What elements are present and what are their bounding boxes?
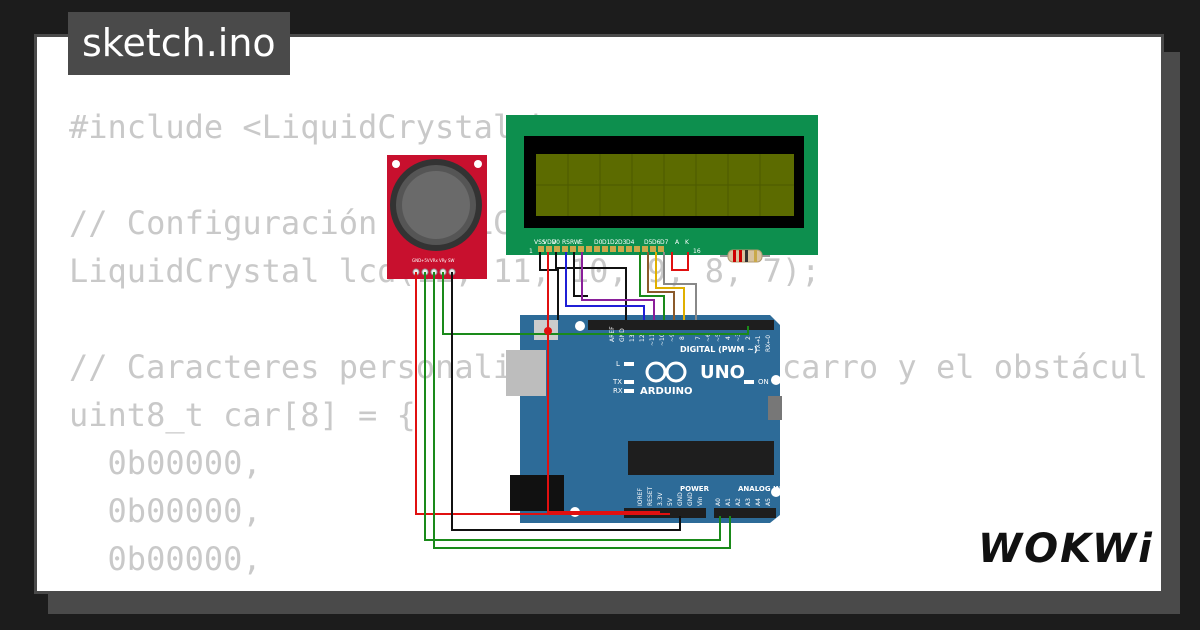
joystick-knob[interactable] xyxy=(402,171,470,239)
lcd-pin-last: 16 xyxy=(693,248,701,255)
code-line: 0b00000, xyxy=(69,540,262,578)
digital-pin-label: 13 xyxy=(629,334,636,342)
lcd-char-grid xyxy=(536,154,794,216)
digital-pin-label: 7 xyxy=(695,336,702,340)
lcd-pin-label: RS xyxy=(562,239,570,246)
digital-pin-label: ~3 xyxy=(735,333,742,342)
lcd-pin-labels: VSS VDD V0 RS RW E D0 D1 D2 D3 D4 D5 D6 … xyxy=(534,239,690,246)
power-pin-label: 5V xyxy=(667,497,674,506)
filename-tab[interactable]: sketch.ino xyxy=(68,12,290,75)
digital-pin-label: 2 xyxy=(745,336,752,340)
lcd-pin-label: VSS xyxy=(534,239,546,246)
wokwi-logo: WOKWi xyxy=(978,526,1154,572)
on-led xyxy=(744,380,754,384)
joystick-pin-label: GND xyxy=(412,258,421,263)
digital-pin-label: ~6 xyxy=(705,333,712,342)
lcd-pin-label: D2 xyxy=(610,239,619,246)
lcd-pin-label: D3 xyxy=(618,239,627,246)
digital-pin-label: RX←0 xyxy=(765,335,772,352)
digital-pin-label: TX→1 xyxy=(755,335,762,353)
digital-pin-label: 4 xyxy=(725,336,732,340)
power-pin-label: IOREF xyxy=(637,488,644,506)
lcd-pin-label: RW xyxy=(570,239,580,246)
lcd-pin-label: K xyxy=(685,239,690,246)
icsp-header xyxy=(768,396,782,420)
l-led xyxy=(624,362,634,366)
power-jack xyxy=(510,475,564,511)
joystick-pin-label: VRx xyxy=(430,258,439,263)
analog-label: ANALOG IN xyxy=(738,485,782,493)
lcd-pin-label: A xyxy=(675,239,680,246)
digital-label: DIGITAL (PWM ~) xyxy=(680,345,758,354)
joystick-pin-label: VRy xyxy=(439,258,447,263)
code-line: 0b00000, xyxy=(69,492,262,530)
joystick-pin-label: SW xyxy=(448,258,455,263)
power-pin-label: Vin xyxy=(697,496,704,506)
analog-pin-label: A2 xyxy=(735,498,742,506)
digital-pin-label: ~10 xyxy=(659,333,666,346)
tx-label: TX xyxy=(612,378,622,386)
power-label: POWER xyxy=(680,485,710,493)
lcd-pin-label: V0 xyxy=(552,239,560,246)
atmega-chip xyxy=(628,441,774,475)
digital-pin-label: ~5 xyxy=(715,333,722,342)
tx-led xyxy=(624,380,634,384)
lcd-pin-label: D1 xyxy=(602,239,611,246)
lcd-pin-header xyxy=(538,246,664,252)
lcd-pin-label: D6 xyxy=(652,239,661,246)
digital-pin-label: ~11 xyxy=(649,333,656,346)
lcd-pin-label: D5 xyxy=(644,239,653,246)
analog-header xyxy=(714,508,776,518)
usb-connector xyxy=(506,350,546,396)
board-model: UNO xyxy=(700,362,745,383)
lcd-pin-first: 1 xyxy=(529,248,533,255)
lcd-pin-label: VDD xyxy=(543,239,557,246)
rx-label: RX xyxy=(613,387,623,395)
code-line: 0b00110, xyxy=(69,583,1148,591)
analog-pin-label: A5 xyxy=(765,498,772,506)
rx-led xyxy=(624,389,634,393)
board-brand: ARDUINO xyxy=(640,386,692,397)
lcd-module[interactable]: 1 16 VSS VDD V0 RS RW E D0 D1 D2 D3 D4 D… xyxy=(506,115,818,255)
wires xyxy=(415,252,749,549)
digital-header xyxy=(588,320,774,330)
joystick-pin-label: +5V xyxy=(421,258,430,263)
code-line: 0b00000, xyxy=(69,444,262,482)
analog-pin-label: A1 xyxy=(725,498,732,506)
analog-pin-label: A0 xyxy=(715,498,722,506)
power-pin-label: 3.3V xyxy=(657,491,664,506)
on-label: ON xyxy=(758,378,769,386)
analog-pin-label: A4 xyxy=(755,498,762,506)
l-label: L xyxy=(616,360,620,368)
arduino-logo-icon xyxy=(645,361,687,383)
digital-pin-label: 12 xyxy=(639,334,646,342)
digital-pin-label: 8 xyxy=(679,336,686,340)
power-pin-label: RESET xyxy=(647,486,654,506)
joystick-pin-labels: GND +5V VRx VRy SW xyxy=(412,258,455,263)
code-line: uint8_t car[8] = { xyxy=(69,396,416,434)
lcd-pin-label: D7 xyxy=(660,239,669,246)
lcd-pin-label: D4 xyxy=(626,239,635,246)
lcd-pin-label: E xyxy=(579,239,583,246)
power-pin-label: GND xyxy=(677,492,684,506)
resistor[interactable] xyxy=(720,249,770,263)
digital-pin-label: ~9 xyxy=(669,333,676,342)
joystick-module[interactable]: GND +5V VRx VRy SW xyxy=(387,155,487,279)
power-pin-label: GND xyxy=(687,492,694,506)
analog-pin-label: A3 xyxy=(745,498,752,506)
lcd-pin-label: D0 xyxy=(594,239,603,246)
